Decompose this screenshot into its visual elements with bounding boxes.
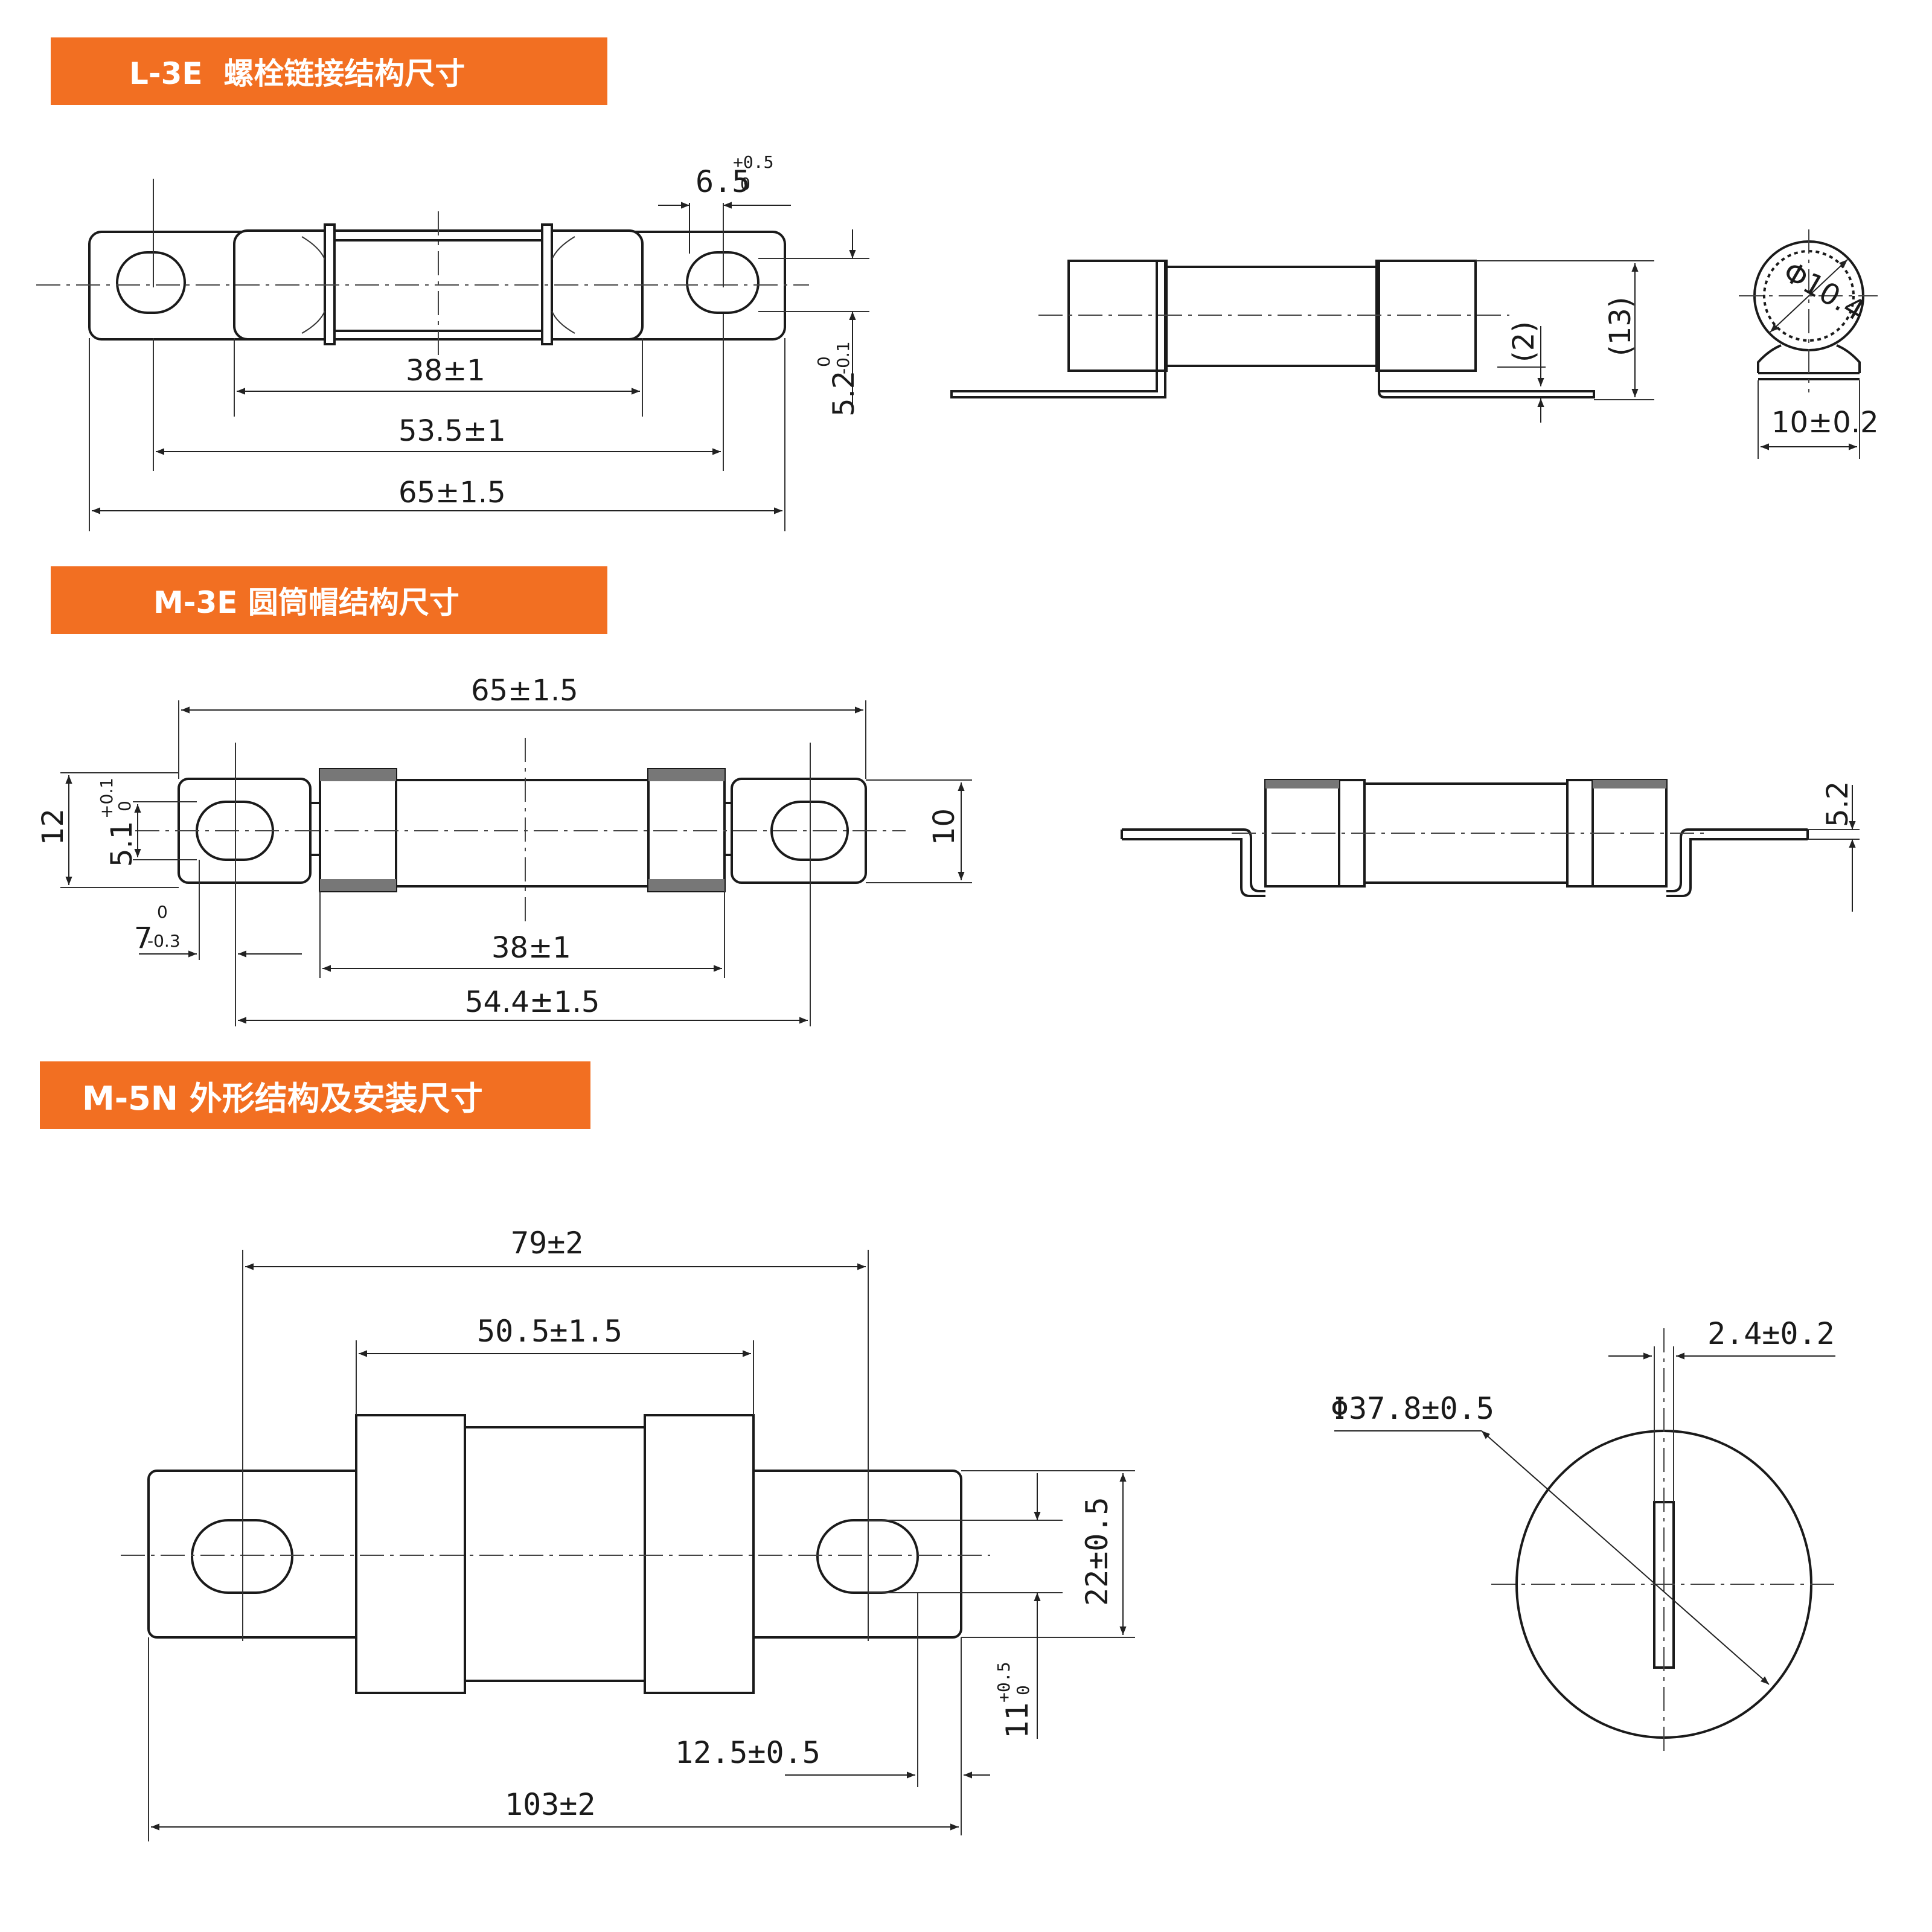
l3e-end-view: Φ10.4 10±0.2 bbox=[1739, 229, 1879, 459]
m5n-dim-50-5: 50.5±1.5 bbox=[477, 1314, 622, 1349]
l3e-dim-slot-height-upper-tol: 0 bbox=[814, 356, 834, 367]
section-title-m3e: M-3E 圆筒帽结构尺寸 bbox=[51, 566, 607, 634]
l3e-dim-slot-width-lower-tol: 0 bbox=[740, 174, 750, 194]
m3e-dim-side-5-2: 5.2 bbox=[1821, 781, 1855, 827]
l3e-dim-thickness-2: (2) bbox=[1507, 321, 1541, 362]
l3e-dim-slot-height: 5.2 bbox=[827, 371, 861, 417]
m3e-dim-slot-upper-tol: +0.1 bbox=[97, 778, 117, 819]
section-title-m5n: M-5N 外形结构及安装尺寸 bbox=[40, 1061, 590, 1129]
l3e-dim-slot-width: 6.5 bbox=[696, 164, 750, 199]
l3e-dim-slot-height-lower-tol: -0.1 bbox=[833, 341, 853, 374]
m5n-dim-12-5: 12.5±0.5 bbox=[675, 1735, 820, 1770]
m3e-front-view: 65±1.5 12 5.1 +0.1 0 10 7 0 -0.3 38±1 54 bbox=[36, 674, 972, 1026]
m3e-dim-slot: 5.1 bbox=[105, 821, 139, 867]
m5n-cap-left bbox=[355, 1414, 466, 1694]
m3e-dim-height-12: 12 bbox=[36, 808, 70, 845]
m5n-fuse-body bbox=[462, 1426, 646, 1682]
m5n-dim-79: 79±2 bbox=[511, 1226, 583, 1261]
m5n-front-view: 79±2 50.5±1.5 22±0.5 11 +0.5 0 12.5±0.5 … bbox=[121, 1226, 1135, 1841]
m3e-side-view: 5.2 bbox=[1121, 779, 1860, 912]
m3e-fuse-body bbox=[385, 779, 651, 888]
m3e-dim-65: 65±1.5 bbox=[471, 674, 578, 708]
m5n-dim-11: 11 bbox=[1000, 1703, 1035, 1739]
section-title-l3e: L-3E 螺栓链接结构尺寸 bbox=[51, 37, 607, 105]
m3e-dim-offset-7-lower-tol: -0.3 bbox=[147, 931, 181, 951]
l3e-end-width: 10±0.2 bbox=[1771, 406, 1879, 440]
m3e-dim-offset-7: 7 bbox=[134, 921, 153, 955]
m5n-dim-11-lower-tol: 0 bbox=[1013, 1685, 1033, 1695]
l3e-dim-65: 65±1.5 bbox=[398, 476, 506, 510]
m5n-dim-11-upper-tol: +0.5 bbox=[994, 1662, 1014, 1703]
l3e-dim-slot-width-upper-tol: +0.5 bbox=[733, 152, 773, 172]
l3e-front-view: 6.5 +0.5 0 38±1 53.5±1 65±1.5 5.2 0 -0.1 bbox=[36, 152, 869, 531]
m3e-dim-38: 38±1 bbox=[491, 931, 571, 965]
m5n-dim-103: 103±2 bbox=[505, 1787, 596, 1822]
m3e-dim-54-4: 54.4±1.5 bbox=[465, 985, 600, 1019]
m5n-dim-diameter: Φ37.8±0.5 bbox=[1331, 1391, 1494, 1426]
l3e-dim-height-13: (13) bbox=[1604, 296, 1637, 356]
m5n-end-view: Φ37.8±0.5 2.4±0.2 bbox=[1331, 1316, 1835, 1751]
m3e-dim-height-10: 10 bbox=[927, 808, 961, 845]
l3e-dim-38: 38±1 bbox=[406, 354, 485, 388]
m5n-dim-22: 22±0.5 bbox=[1080, 1497, 1115, 1606]
l3e-slot-left bbox=[116, 251, 186, 314]
l3e-dim-53-5: 53.5±1 bbox=[398, 414, 506, 448]
m3e-dim-slot-lower-tol: 0 bbox=[115, 801, 135, 811]
m5n-cap-right bbox=[644, 1414, 755, 1694]
l3e-side-view: (13) (2) bbox=[950, 260, 1654, 423]
m5n-dim-2-4: 2.4±0.2 bbox=[1707, 1316, 1835, 1351]
m3e-dim-offset-7-upper-tol: 0 bbox=[157, 902, 168, 922]
